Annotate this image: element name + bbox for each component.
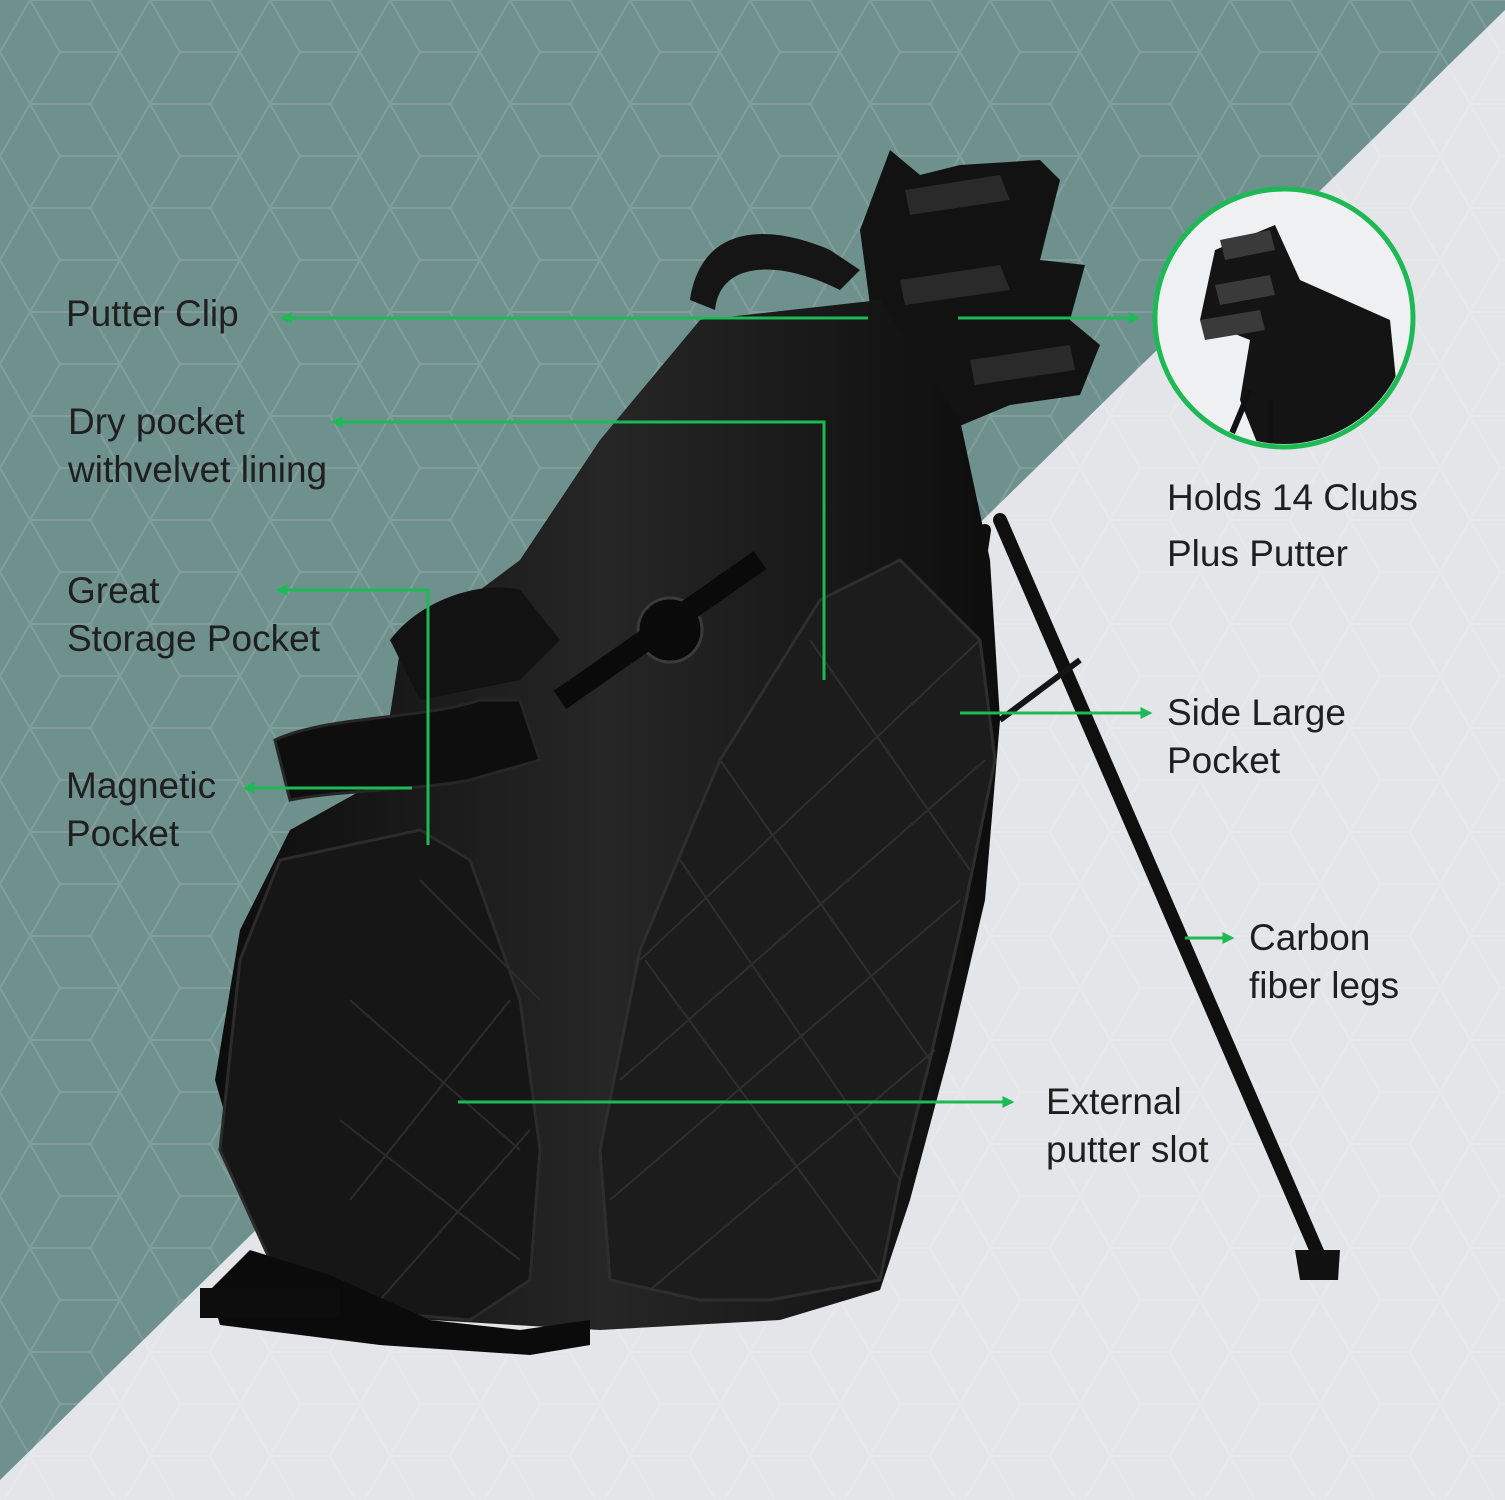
leg-right (993, 513, 1332, 1277)
storage-pocket-label: Great Storage Pocket (67, 570, 320, 659)
leg-foot-right (1295, 1250, 1340, 1280)
carbon-legs-label: Carbon fiber legs (1249, 917, 1400, 1006)
bag-base (210, 1250, 590, 1355)
putter-clip-label: Putter Clip (66, 293, 239, 334)
dry-pocket-label: Dry pocket withvelvet lining (68, 401, 328, 490)
holds-clubs-label: Holds 14 Clubs Plus Putter (1167, 477, 1418, 574)
magnetic-pocket-panel (218, 828, 542, 1322)
magnetic-pocket-label: Magnetic Pocket (66, 765, 217, 854)
side-pocket-label: Side Large Pocket (1167, 692, 1346, 781)
putter-slot-label: External putter slot (1046, 1081, 1209, 1170)
holds-clubs-inset (1152, 186, 1416, 450)
